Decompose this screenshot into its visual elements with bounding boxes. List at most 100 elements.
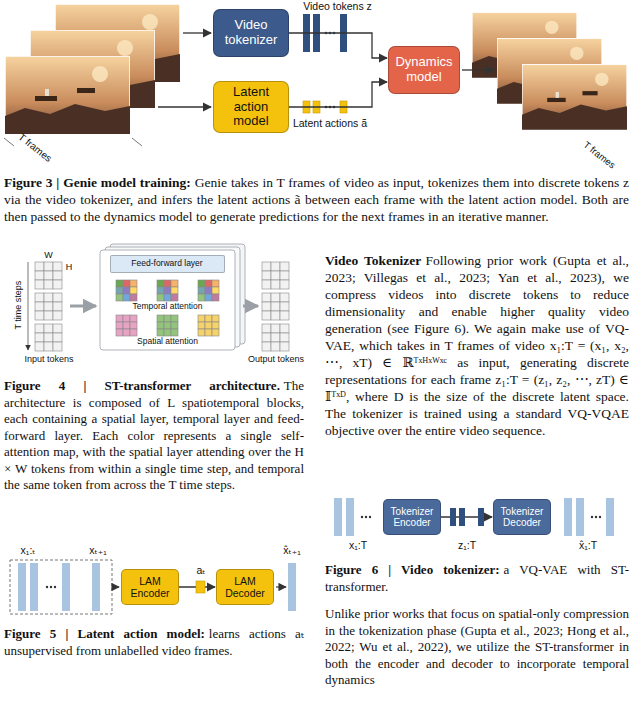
text: Output tokens	[248, 354, 304, 364]
token-cell	[262, 271, 271, 280]
paragraph: Figure 5 | Latent action model:learns ac…	[4, 626, 304, 659]
token-cell	[53, 262, 62, 271]
action-token	[196, 581, 205, 593]
token-cell	[164, 287, 171, 294]
token-cell	[262, 280, 271, 289]
token-cell	[198, 280, 205, 287]
token-cell	[212, 322, 219, 329]
text: Video tokens z	[303, 0, 372, 12]
token-cell	[130, 294, 137, 301]
token-cell	[35, 293, 44, 302]
box-label: Tokenizer Encoder	[389, 506, 435, 529]
token-cell	[44, 293, 53, 302]
token-cell	[44, 342, 53, 351]
token-cell	[53, 271, 62, 280]
text: x₁:T	[349, 539, 367, 551]
token-cell	[164, 322, 171, 329]
process-box: LAM Encoder	[121, 569, 179, 605]
token-cell	[198, 294, 205, 301]
token-cell	[53, 333, 62, 342]
token-cell	[164, 329, 171, 336]
token-cell	[212, 280, 219, 287]
text: H	[66, 262, 73, 272]
token-cell	[53, 311, 62, 320]
token-cell	[212, 329, 219, 336]
paragraph: Video TokenizerFollowing prior work (Gup…	[325, 252, 629, 439]
decoder-output-arrow	[276, 587, 286, 588]
box-label: Tokenizer Decoder	[499, 506, 545, 529]
token-cell	[116, 322, 123, 329]
caption-heading: Figure 4 | ST-transformer architecture.	[4, 378, 280, 393]
box-label: Dynamics model	[394, 55, 454, 85]
token-cell	[44, 280, 53, 289]
token-cell	[271, 280, 280, 289]
text: aₜ	[197, 564, 206, 576]
text: x₁:ₜ	[21, 544, 36, 556]
connector	[441, 516, 492, 517]
text: W	[44, 250, 53, 260]
token-cell	[35, 333, 44, 342]
token-cell	[262, 342, 271, 351]
token-cell	[130, 315, 137, 322]
token-cell	[205, 287, 212, 294]
token-cell	[157, 287, 164, 294]
diagram-label: x̂ₜ₊₁	[272, 544, 312, 556]
diagram-label: H	[63, 262, 75, 272]
token-cell	[198, 287, 205, 294]
text: T time steps	[13, 281, 23, 330]
text: Temporal attention	[133, 301, 203, 311]
token-cell	[171, 287, 178, 294]
token-cell	[280, 324, 289, 333]
paragraph: Figure 4 | ST-transformer architecture.T…	[4, 378, 304, 494]
process-box: Feed-forward layer	[110, 255, 225, 273]
diagram-label: x̂₁:T	[565, 539, 611, 551]
token-cell	[171, 315, 178, 322]
token-cell	[280, 342, 289, 351]
token-cell	[116, 329, 123, 336]
token-cell	[262, 333, 271, 342]
token-cell	[123, 294, 130, 301]
token-cell	[35, 324, 44, 333]
text: Input tokens	[24, 354, 73, 364]
token-cell	[271, 302, 280, 311]
token-cell	[123, 322, 130, 329]
token-cell	[35, 271, 44, 280]
token-cell	[205, 329, 212, 336]
token-cell	[157, 315, 164, 322]
token-cell	[44, 302, 53, 311]
token-cell	[171, 329, 178, 336]
token-cell	[157, 280, 164, 287]
token-cell	[212, 315, 219, 322]
box-label: Video tokenizer	[219, 18, 283, 48]
token-cell	[280, 302, 289, 311]
input-frames	[4, 4, 180, 146]
token-cell	[53, 342, 62, 351]
token-cell	[53, 302, 62, 311]
token-cell	[271, 262, 280, 271]
caption-heading: Figure 6 | Video tokenizer:	[325, 562, 500, 577]
token-cell	[116, 280, 123, 287]
token-cell	[271, 333, 280, 342]
token-cell	[116, 287, 123, 294]
diagram-label: W	[35, 250, 62, 260]
token-cell	[44, 262, 53, 271]
process-box: LAM Decoder	[216, 569, 274, 605]
token-cell	[280, 311, 289, 320]
token-cell	[123, 280, 130, 287]
output-frames	[472, 12, 627, 130]
token-cell	[116, 315, 123, 322]
token-cell	[164, 294, 171, 301]
token-cell	[123, 315, 130, 322]
diagram-label: xₜ₊₁	[78, 544, 118, 556]
box-label: LAM Decoder	[222, 575, 268, 599]
token-cell	[44, 324, 53, 333]
caption-heading: Figure 5 | Latent action model:	[4, 626, 205, 641]
paragraph: Figure 6 | Video tokenizer:a VQ-VAE with…	[325, 562, 629, 595]
process-box: Tokenizer Encoder	[383, 499, 441, 535]
token-cell	[130, 329, 137, 336]
token-cell	[212, 287, 219, 294]
diagram-label: x₁:T	[335, 539, 381, 551]
token-grids	[35, 262, 289, 351]
token-cell	[35, 262, 44, 271]
